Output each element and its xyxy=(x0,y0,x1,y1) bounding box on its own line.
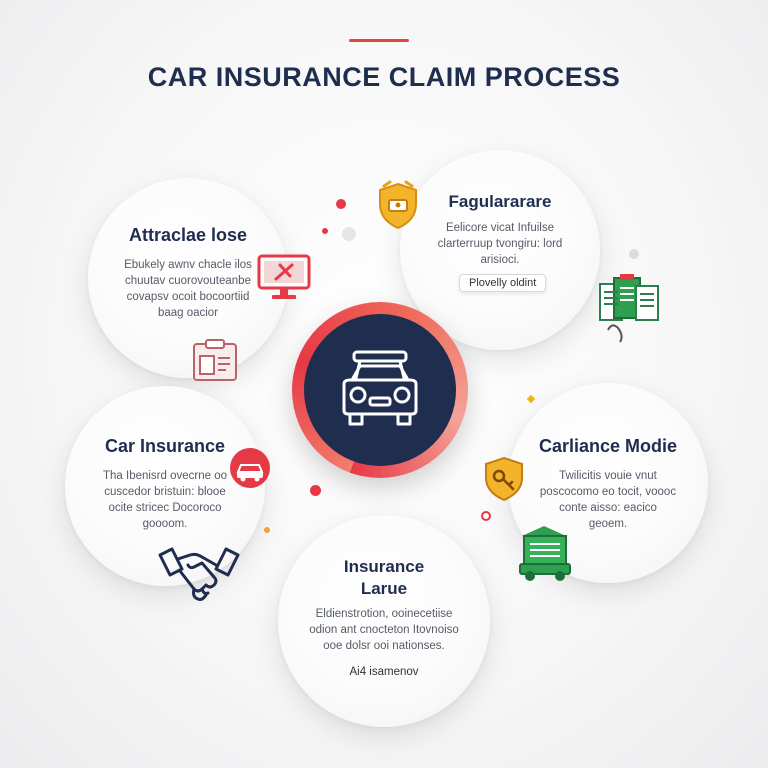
step-desc-5: Eldienstrotion, ooinecetiise odion ant c… xyxy=(309,608,459,652)
car-badge-icon xyxy=(230,448,270,488)
decor-dot xyxy=(629,249,639,259)
decor-dot xyxy=(310,485,321,496)
decor-dot xyxy=(481,511,491,521)
step-desc-1: Ebukely awnv chacle ilos chuutav cuorovo… xyxy=(124,259,252,319)
step-desc-3: Tha Ibenisrd ovecrne oo cuscedor bristui… xyxy=(102,470,228,530)
decor-dot xyxy=(264,527,270,533)
page-title: CAR INSURANCE CLAIM PROCESS xyxy=(147,62,621,92)
step-title-4: Carliance Modie xyxy=(538,436,678,456)
center-core xyxy=(304,314,456,466)
diamond-icon xyxy=(526,394,536,404)
shield-icon xyxy=(379,180,417,230)
step-title-3: Car Insurance xyxy=(104,436,226,456)
step-title-2: Fagulararare xyxy=(448,192,552,211)
car-icon xyxy=(342,350,418,426)
decor-dot xyxy=(336,199,346,209)
tow-truck-icon xyxy=(519,526,571,581)
step-circle-2 xyxy=(400,150,600,350)
step-desc-4: Twilicitis vouie vnut poscocomo eo tocit… xyxy=(539,470,677,530)
step-desc-2: Eelicore vicat Infuilse clarterruup tvon… xyxy=(437,222,563,266)
step-note-5: Ai4 isamenov xyxy=(349,666,419,678)
step-button-2[interactable]: Plovelly oldint xyxy=(459,274,547,292)
step-circle-5 xyxy=(278,515,490,727)
step-title-5: Insurance Larue xyxy=(343,557,425,598)
decor-dot xyxy=(342,227,356,241)
step-title-1: Attraclae lose xyxy=(128,225,248,245)
decor-dot xyxy=(322,228,328,234)
shield-key-icon xyxy=(485,456,523,502)
step-circle-1 xyxy=(88,178,288,378)
monitor-icon xyxy=(257,254,311,299)
documents-icon xyxy=(599,274,659,343)
title-accent-line xyxy=(349,39,409,42)
clipboard-icon xyxy=(193,339,237,381)
handshake-icon xyxy=(158,547,240,601)
